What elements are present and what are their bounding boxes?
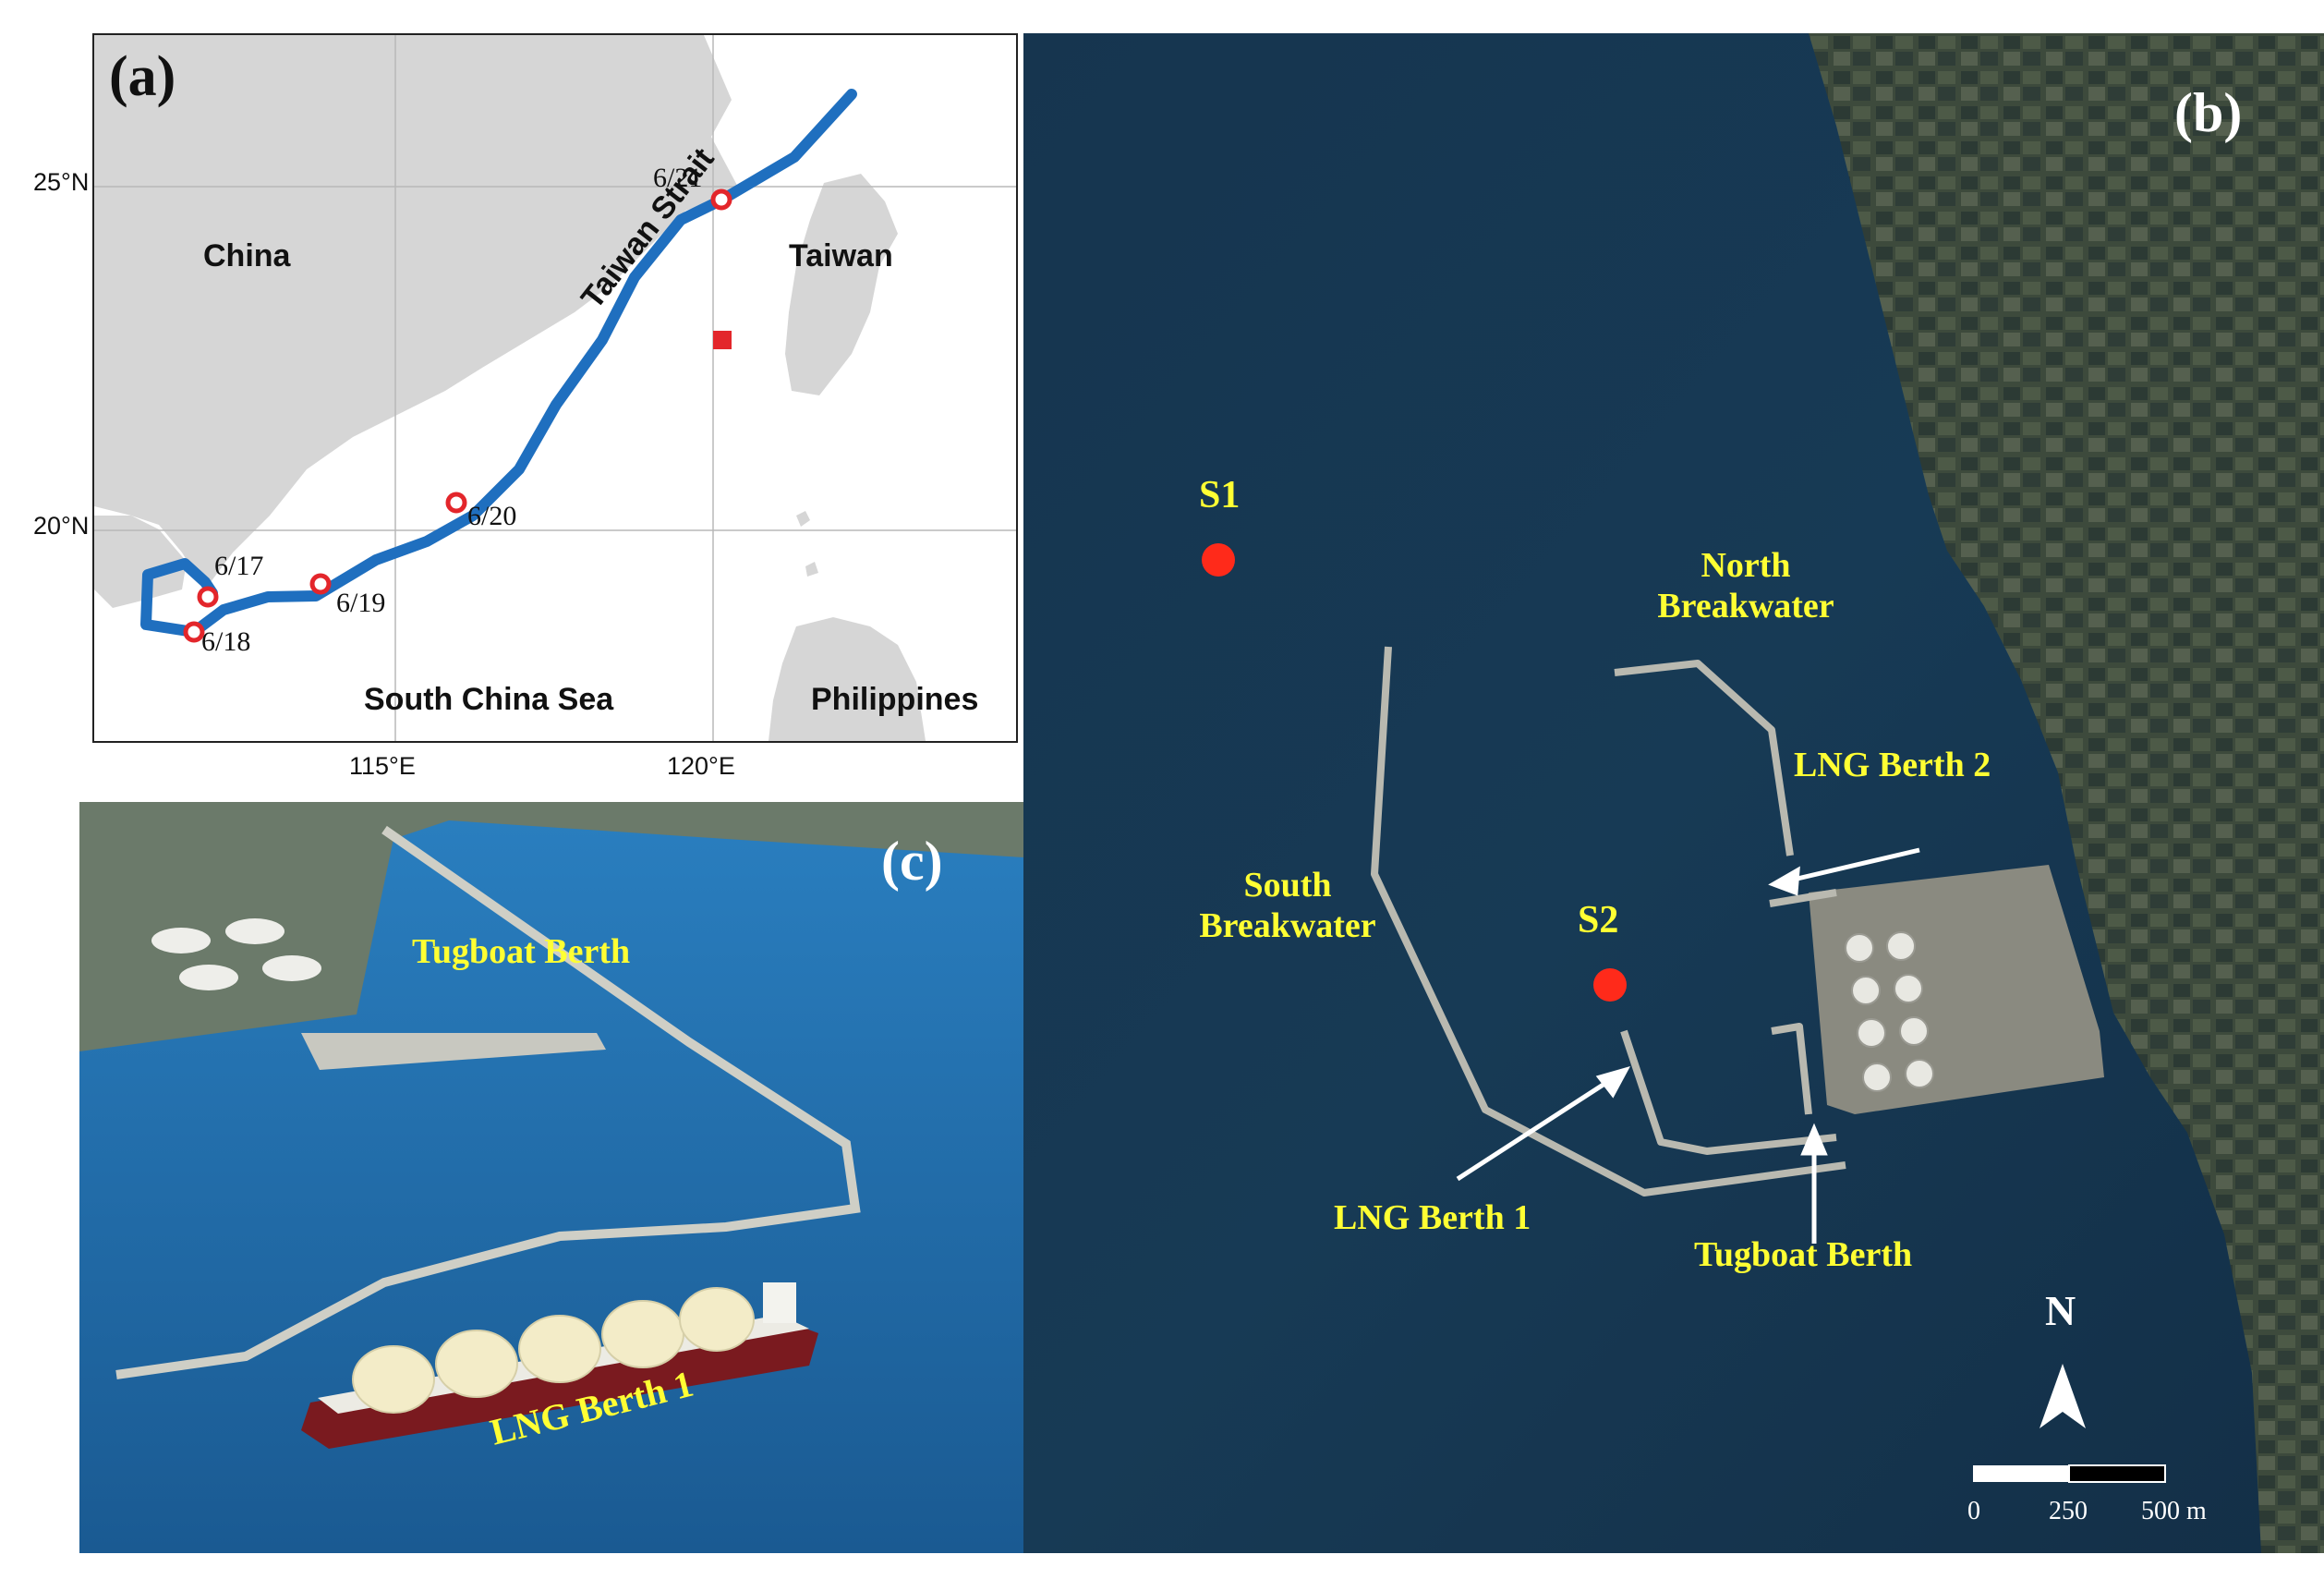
station-s2-label: S2 bbox=[1578, 899, 1619, 941]
track-date-markers bbox=[183, 188, 732, 643]
graticule bbox=[94, 35, 1016, 741]
ship-track-line bbox=[140, 89, 857, 638]
breakwaters bbox=[1371, 646, 1846, 1196]
south-china-sea-label: South China Sea bbox=[364, 682, 614, 717]
batanes-islands bbox=[796, 511, 818, 577]
date-label-6-18: 6/18 bbox=[201, 626, 251, 657]
regional-map-panel: (a) China Taiwan South China Sea Philipp… bbox=[92, 33, 1018, 743]
scale-tick-500: 500 m bbox=[2141, 1497, 2207, 1525]
taiwan-island bbox=[785, 174, 898, 395]
lng-berth-1-label: LNG Berth 1 bbox=[1334, 1198, 1531, 1237]
philippines-label: Philippines bbox=[811, 682, 979, 717]
scale-tick-250: 250 bbox=[2049, 1497, 2088, 1525]
china-landmass bbox=[94, 35, 741, 589]
date-label-6-20: 6/20 bbox=[467, 501, 517, 531]
station-s1-label: S1 bbox=[1199, 474, 1241, 516]
industrial-land bbox=[79, 802, 1023, 1051]
lng-berth-2-trestle bbox=[1769, 889, 1837, 907]
north-breakwater-line bbox=[1614, 660, 1794, 856]
regional-map-svg bbox=[94, 35, 1016, 741]
x-tick-120e: 120°E bbox=[667, 752, 735, 780]
north-breakwater-label: North Breakwater bbox=[1657, 546, 1834, 626]
panel-c-label: (c) bbox=[881, 831, 943, 892]
lng-berth-1-trestle bbox=[1620, 1029, 1837, 1155]
date-label-6-17: 6/17 bbox=[214, 551, 264, 581]
hainan-island bbox=[94, 516, 187, 608]
satellite-map-svg bbox=[1023, 33, 2324, 1553]
scale-bar bbox=[1973, 1464, 2166, 1483]
china-label: China bbox=[203, 238, 291, 273]
lng-storage-tanks bbox=[1845, 931, 1934, 1092]
ship-bridge bbox=[763, 1282, 796, 1323]
aerial-photo-svg bbox=[79, 802, 1023, 1553]
tugboat-berth-pier bbox=[301, 1033, 606, 1070]
marker-6-20 bbox=[445, 492, 467, 514]
tugboat-berth-pier bbox=[1771, 1023, 1812, 1115]
panel-a-label: (a) bbox=[109, 45, 176, 108]
date-label-6-19: 6/19 bbox=[336, 588, 386, 618]
annotation-arrows bbox=[1456, 847, 1920, 1244]
lng-carrier-hull bbox=[301, 1319, 818, 1449]
y-tick-25n: 25°N bbox=[33, 168, 90, 196]
main-trestle bbox=[115, 825, 861, 1379]
x-tick-115e: 115°E bbox=[349, 752, 416, 780]
lng-carrier-domes bbox=[352, 1287, 755, 1414]
station-s1-dot bbox=[1202, 543, 1235, 577]
marker-6-19 bbox=[309, 573, 332, 595]
philippines-landmass bbox=[769, 617, 926, 741]
taiwan-label: Taiwan bbox=[789, 238, 893, 273]
scale-tick-0: 0 bbox=[1967, 1497, 1980, 1525]
panel-b-label: (b) bbox=[2174, 82, 2243, 143]
south-breakwater-label: South Breakwater bbox=[1199, 866, 1376, 945]
lng-terminal-land bbox=[1809, 865, 2104, 1114]
station-s2-dot bbox=[1593, 968, 1627, 1002]
marker-6-21 bbox=[710, 188, 732, 211]
tugboat-berth-label: Tugboat Berth bbox=[1694, 1235, 1913, 1274]
satellite-map-panel: (b) S1 S2 North Breakwater South Breakwa… bbox=[1023, 33, 2324, 1553]
south-breakwater-line bbox=[1371, 646, 1846, 1196]
date-label-6-21: 6/21 bbox=[653, 163, 703, 193]
lng-berth-2-label: LNG Berth 2 bbox=[1794, 746, 1991, 784]
coastal-land bbox=[1809, 33, 2324, 1553]
north-arrow-icon bbox=[2040, 1364, 2086, 1428]
tugboat-berth-photo-label: Tugboat Berth bbox=[412, 932, 631, 971]
north-arrow-label: N bbox=[2045, 1287, 2076, 1334]
marker-6-17 bbox=[197, 586, 219, 608]
aerial-photo-panel: (c) Tugboat Berth LNG Berth 1 bbox=[79, 802, 1023, 1553]
y-tick-20n: 20°N bbox=[33, 512, 90, 540]
onshore-tanks bbox=[151, 918, 321, 990]
marker-6-18 bbox=[183, 621, 205, 643]
study-site-marker bbox=[713, 331, 732, 349]
